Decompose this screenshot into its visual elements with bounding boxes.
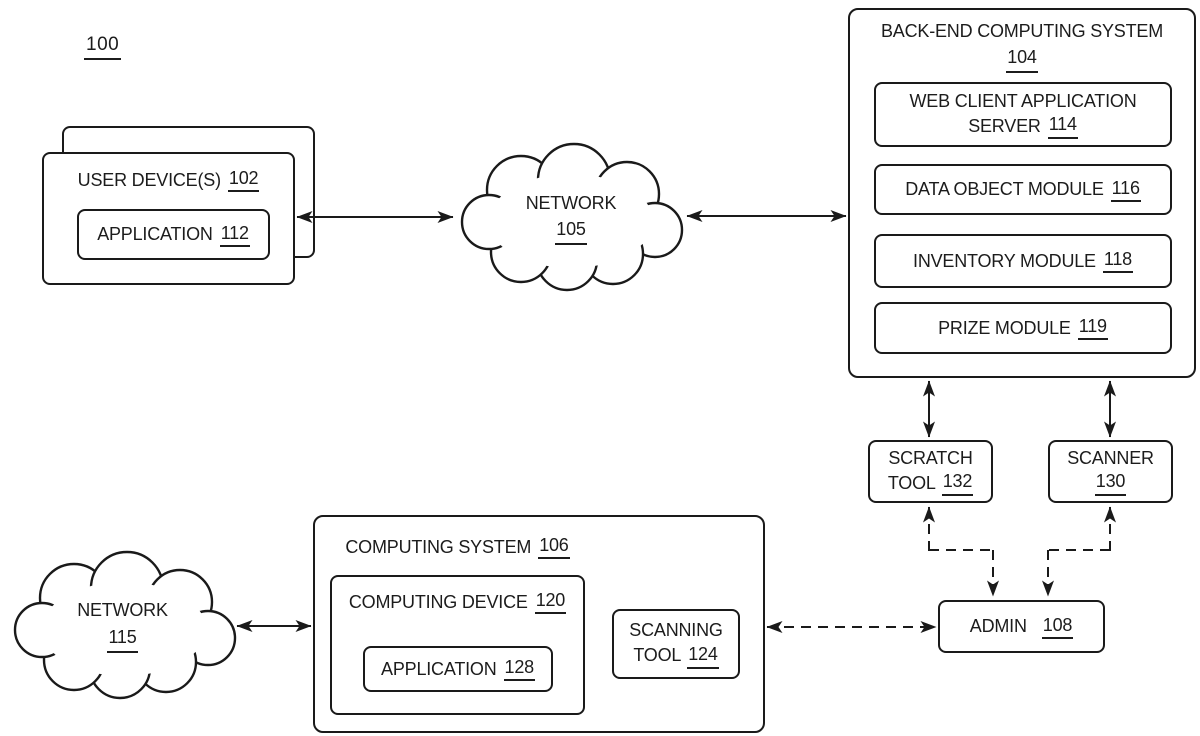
scanning-tool-title: SCANNING TOOL 124	[614, 611, 738, 677]
data-object-module-title: DATA OBJECT MODULE 116	[876, 166, 1170, 213]
scratch-tool-ref: 132	[941, 470, 974, 497]
scanner-ref: 130	[1094, 470, 1127, 497]
inventory-module-title: INVENTORY MODULE 118	[876, 236, 1170, 286]
network-115-ref: 115	[107, 624, 138, 653]
backend-system-title: BACK-END COMPUTING SYSTEM 104	[850, 18, 1194, 74]
computing-system-label: COMPUTING SYSTEM	[345, 536, 532, 557]
computing-system-box: COMPUTING SYSTEM 106 COMPUTING DEVICE 12…	[313, 515, 765, 733]
network-115-labelblock: NETWORK 115	[10, 550, 235, 700]
network-105-labelblock: NETWORK 105	[457, 142, 685, 293]
application-112-ref: 112	[219, 223, 250, 247]
inventory-module-ref: 118	[1102, 249, 1133, 273]
scanner-line1: SCANNER	[1067, 447, 1154, 468]
scanning-tool-box: SCANNING TOOL 124	[612, 609, 740, 679]
application-128-ref: 128	[503, 657, 535, 681]
scanner-box: SCANNER 130	[1048, 440, 1173, 503]
application-112-box: APPLICATION 112	[77, 209, 270, 260]
scratch-tool-line2: TOOL	[887, 472, 936, 493]
computing-device-box: COMPUTING DEVICE 120 APPLICATION 128	[330, 575, 585, 715]
scratch-tool-box: SCRATCH TOOL 132	[868, 440, 993, 503]
admin-label: ADMIN	[969, 616, 1027, 636]
user-devices-label: USER DEVICE(S)	[77, 169, 221, 190]
data-object-module-ref: 116	[1110, 178, 1141, 202]
application-128-label: APPLICATION	[381, 658, 497, 679]
prize-module-title: PRIZE MODULE 119	[876, 304, 1170, 352]
scratch-tool-title: SCRATCH TOOL 132	[870, 442, 991, 501]
application-128-title: APPLICATION 128	[365, 648, 551, 690]
user-devices-box: USER DEVICE(S) 102 APPLICATION 112	[42, 152, 295, 285]
network-105-label: NETWORK	[525, 192, 617, 213]
computing-system-ref: 106	[538, 535, 570, 559]
computing-system-title: COMPUTING SYSTEM 106	[330, 535, 585, 559]
computing-device-label: COMPUTING DEVICE	[348, 591, 528, 612]
backend-system-ref: 104	[1006, 44, 1038, 74]
scratch-tool-line1: SCRATCH	[888, 447, 973, 468]
web-client-server-ref: 114	[1047, 113, 1078, 140]
data-object-module-box: DATA OBJECT MODULE 116	[874, 164, 1172, 215]
web-client-server-line1: WEB CLIENT APPLICATION	[909, 90, 1137, 111]
network-115-label: NETWORK	[77, 600, 168, 621]
scanning-tool-line1: SCANNING	[629, 620, 723, 641]
admin-ref: 108	[1041, 615, 1074, 639]
prize-module-label: PRIZE MODULE	[938, 317, 1071, 338]
admin-title: ADMIN 108	[940, 602, 1103, 651]
inventory-module-label: INVENTORY MODULE	[913, 250, 1096, 271]
web-client-server-title: WEB CLIENT APPLICATION SERVER 114	[876, 84, 1170, 145]
prize-module-box: PRIZE MODULE 119	[874, 302, 1172, 354]
prize-module-ref: 119	[1077, 316, 1108, 340]
scanning-tool-line2: TOOL	[633, 645, 682, 665]
web-client-server-line2: SERVER	[968, 115, 1041, 136]
user-devices-title: USER DEVICE(S) 102	[44, 168, 293, 192]
network-105-ref: 105	[555, 216, 587, 246]
scanning-tool-ref: 124	[687, 643, 719, 669]
backend-system-box: BACK-END COMPUTING SYSTEM 104 WEB CLIENT…	[848, 8, 1196, 378]
computing-device-ref: 120	[534, 590, 567, 614]
web-client-server-box: WEB CLIENT APPLICATION SERVER 114	[874, 82, 1172, 147]
backend-system-label: BACK-END COMPUTING SYSTEM	[880, 21, 1164, 41]
user-devices-ref: 102	[227, 168, 260, 192]
data-object-module-label: DATA OBJECT MODULE	[905, 179, 1104, 199]
application-112-label: APPLICATION	[97, 224, 213, 244]
inventory-module-box: INVENTORY MODULE 118	[874, 234, 1172, 288]
scanner-title: SCANNER 130	[1050, 442, 1171, 501]
application-112-title: APPLICATION 112	[79, 211, 268, 258]
admin-box: ADMIN 108	[938, 600, 1105, 653]
computing-device-title: COMPUTING DEVICE 120	[332, 590, 583, 614]
application-128-box: APPLICATION 128	[363, 646, 553, 692]
figure-ref: 100	[84, 34, 122, 60]
